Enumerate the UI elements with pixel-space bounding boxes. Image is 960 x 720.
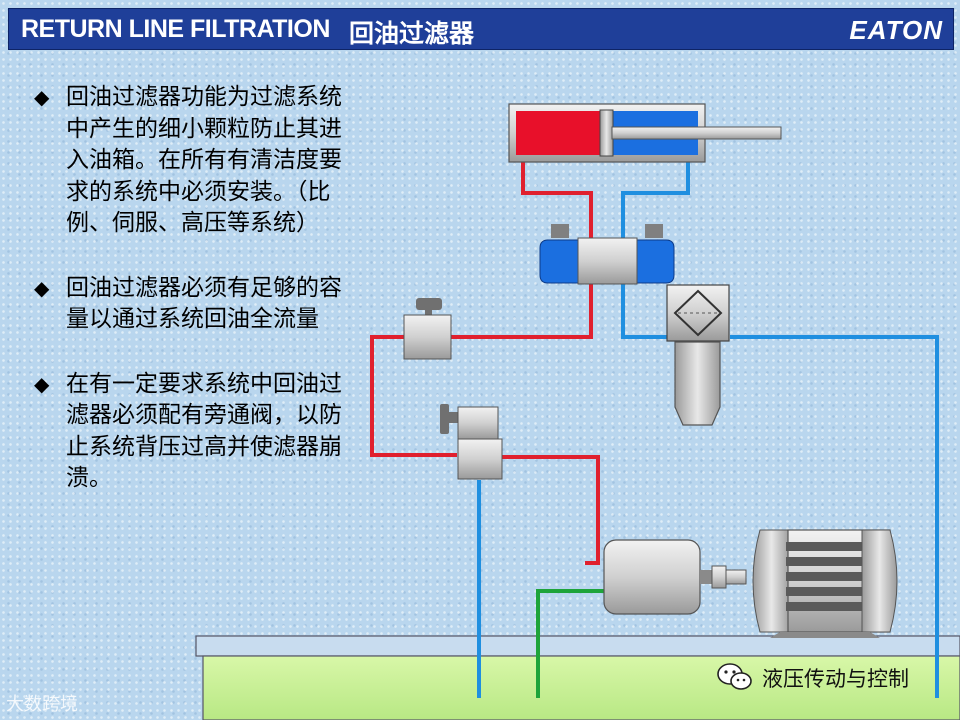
title-chinese: 回油过滤器	[349, 19, 475, 48]
eaton-logo: EATON	[849, 15, 943, 45]
bullet-text-3: 在有一定要求系统中回油过滤器必须配有旁通阀，以防止系统背压过高并使滤器崩溃。	[66, 370, 342, 492]
bullet-item-3: ◆ 在有一定要求系统中回油过滤器必须配有旁通阀，以防止系统背压过高并使滤器崩溃。	[34, 369, 344, 495]
title-english: RETURN LINE FILTRATION	[21, 15, 330, 43]
wechat-icon	[717, 663, 752, 690]
directional-control-valve	[539, 224, 675, 285]
diamond-bullet-icon: ◆	[34, 275, 50, 300]
hydraulic-cylinder	[508, 103, 782, 163]
brand-text: 液压传动与控制	[762, 667, 909, 691]
pressure-line-cylinder	[521, 156, 593, 240]
suction-line	[536, 589, 605, 698]
return-line-filter	[666, 284, 730, 426]
relief-valve-lower	[440, 404, 503, 480]
bullet-item-2: ◆ 回油过滤器必须有足够的容量以通过系统回油全流量	[34, 273, 344, 336]
oil-tank	[195, 635, 960, 720]
bullet-list: ◆ 回油过滤器功能为过滤系统中产生的细小颗粒防止其进入油箱。在所有有清洁度要求的…	[34, 82, 344, 528]
bullet-item-1: ◆ 回油过滤器功能为过滤系统中产生的细小颗粒防止其进入油箱。在所有有清洁度要求的…	[34, 82, 344, 240]
return-line-to-filter	[621, 282, 668, 339]
return-line-cylinder	[621, 156, 690, 240]
pressure-valve-upper	[403, 298, 452, 360]
bullet-text-2: 回油过滤器必须有足够的容量以通过系统回油全流量	[66, 274, 342, 333]
return-line-filter-to-tank	[730, 335, 939, 698]
pressure-line-pump	[502, 455, 600, 565]
hydraulic-pump	[603, 539, 712, 615]
diamond-bullet-icon: ◆	[34, 371, 50, 396]
bullet-text-1: 回油过滤器功能为过滤系统中产生的细小颗粒防止其进入油箱。在所有有清洁度要求的系统…	[66, 84, 342, 236]
watermark-text: 大数跨境	[6, 694, 78, 715]
pressure-line-valve-out	[370, 282, 593, 457]
diamond-bullet-icon: ◆	[34, 85, 50, 109]
electric-motor	[711, 529, 898, 638]
title-bar: RETURN LINE FILTRATION 回油过滤器 EATON	[8, 8, 954, 50]
